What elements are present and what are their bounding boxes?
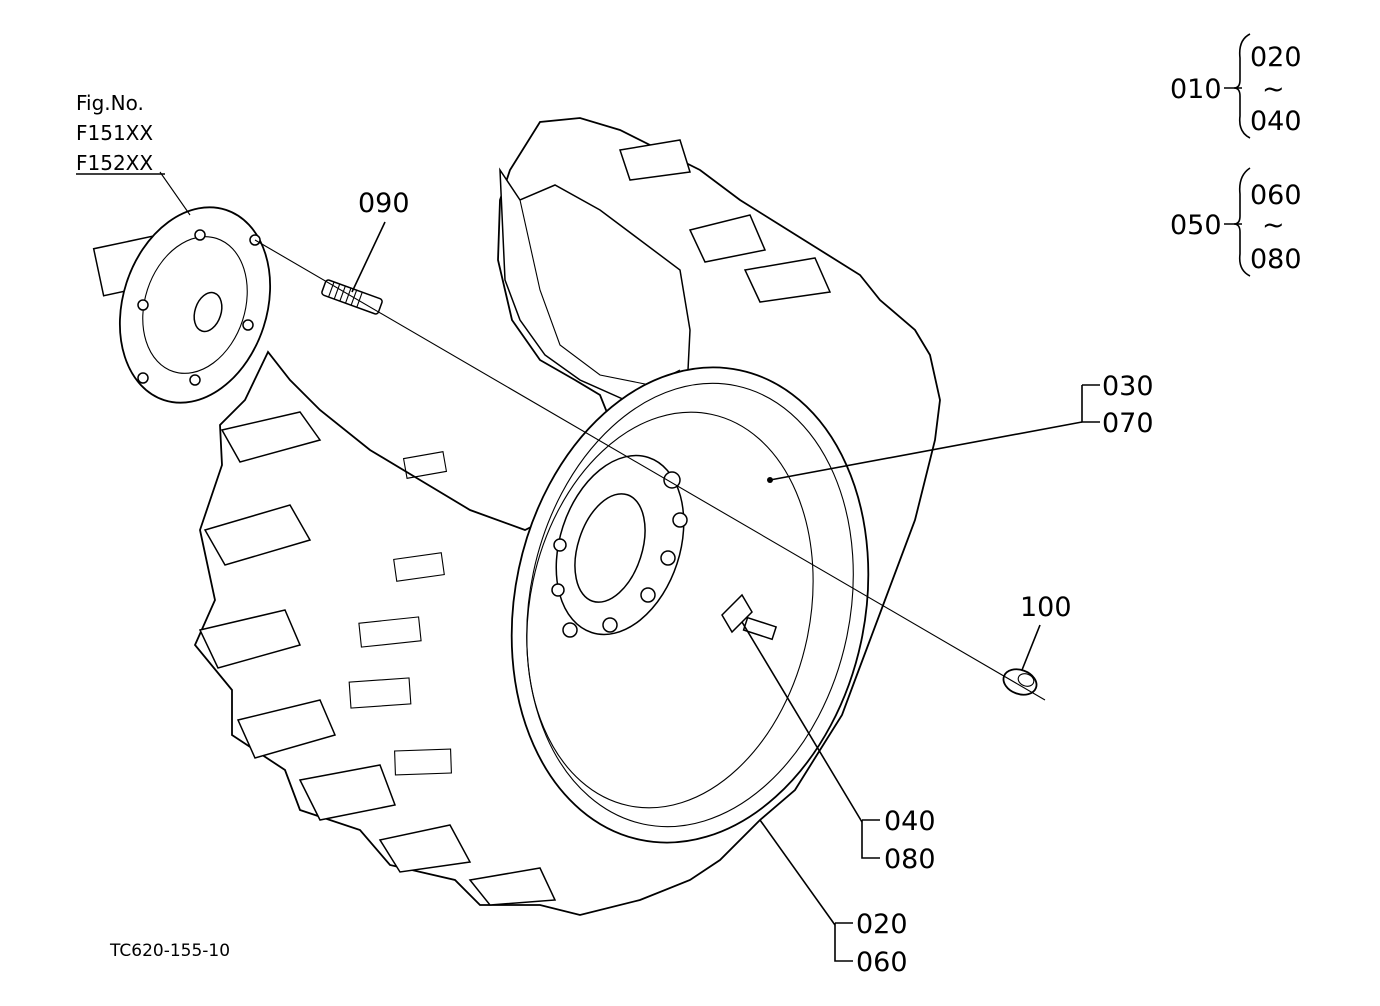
rim-bolt-hole: [663, 471, 681, 489]
hub-bolt-hole: [137, 372, 149, 384]
tire-slot: [394, 748, 452, 776]
valve-stem: [742, 616, 778, 641]
rim-bolt-hole: [602, 617, 618, 633]
tire-slot: [393, 552, 445, 582]
group-010-to: 040: [1250, 106, 1302, 137]
hub-flange: [118, 206, 272, 404]
group-010-tilde: ~: [1262, 74, 1285, 105]
callout-nut: 100: [1020, 592, 1072, 623]
nut-leader: [1021, 624, 1041, 671]
hub-center-bore: [193, 291, 223, 333]
rim-leader-dot: [767, 477, 773, 483]
tire-lug: [236, 699, 337, 759]
tire-lug: [198, 609, 302, 669]
valve-bracket: [861, 819, 880, 859]
group-050-parent: 050: [1170, 210, 1222, 241]
callout-rim-1: 030: [1102, 371, 1154, 402]
callout-tire-2: 060: [856, 947, 908, 978]
fig-code-1: F151XX: [76, 121, 153, 145]
tire-lug: [743, 257, 832, 303]
rim-bolt-hole: [640, 587, 656, 603]
fig-leader: [159, 171, 191, 216]
callout-stud: 090: [358, 188, 410, 219]
tire-slot: [358, 616, 422, 648]
rim-leader: [769, 421, 1083, 481]
rim-bracket: [1081, 384, 1100, 423]
assembly-axis-line: [254, 239, 1046, 701]
tire-lug: [688, 214, 767, 263]
hub-bolt-hole: [242, 319, 254, 331]
hub-bolt-hole: [194, 229, 206, 241]
group-050-brace: [1233, 167, 1251, 277]
valve-leader: [741, 621, 863, 823]
rim-illustration: [510, 366, 870, 844]
rim-flange: [526, 411, 814, 809]
valve-base: [721, 593, 753, 634]
stud-leader: [351, 221, 386, 293]
group-050-to: 080: [1250, 244, 1302, 275]
leader-lines: [76, 171, 1100, 962]
fig-code-2: F152XX: [76, 151, 153, 175]
group-010-brace: [1233, 33, 1251, 139]
hub-bolt-hole: [137, 299, 149, 311]
rim-center-hole: [574, 493, 646, 603]
rim-bolt-hole: [562, 622, 578, 638]
rim-bolt-hole: [660, 550, 676, 566]
tire-lug: [378, 824, 472, 873]
group-010-from: 020: [1250, 42, 1302, 73]
hub-illustration: [92, 206, 272, 404]
tire-lug: [203, 504, 312, 566]
hub-bolt-hole: [189, 374, 201, 386]
tire-bracket: [834, 922, 853, 962]
tire-slot: [402, 451, 448, 479]
rim-inner-edge: [526, 382, 854, 828]
tire-lug: [619, 139, 691, 181]
callout-tire-1: 020: [856, 909, 908, 940]
drawing-code: TC620-155-10: [109, 941, 230, 961]
group-050-tilde: ~: [1262, 210, 1285, 241]
fig-no-label: Fig.No.: [76, 91, 144, 115]
group-050-from: 060: [1250, 180, 1302, 211]
callout-rim-2: 070: [1102, 408, 1154, 439]
group-010-parent: 010: [1170, 74, 1222, 105]
tire-leader: [759, 819, 836, 926]
rim-bolt-hole: [672, 512, 688, 528]
callout-valve-2: 080: [884, 844, 936, 875]
hub-flange-boss: [142, 236, 248, 374]
rim-bolt-hole: [551, 583, 565, 597]
tire-slot: [348, 677, 412, 709]
rim-bolt-hole: [553, 538, 567, 552]
wheel-nut-hole: [1017, 673, 1035, 687]
tire-lug: [298, 764, 397, 821]
tire-lug: [468, 867, 557, 906]
text-labels: Fig.No. F151XX F152XX 010 020 ~ 040 050 …: [76, 42, 1302, 978]
group-brackets: [1224, 33, 1251, 277]
callout-valve-1: 040: [884, 806, 936, 837]
tire-lug: [220, 411, 322, 463]
